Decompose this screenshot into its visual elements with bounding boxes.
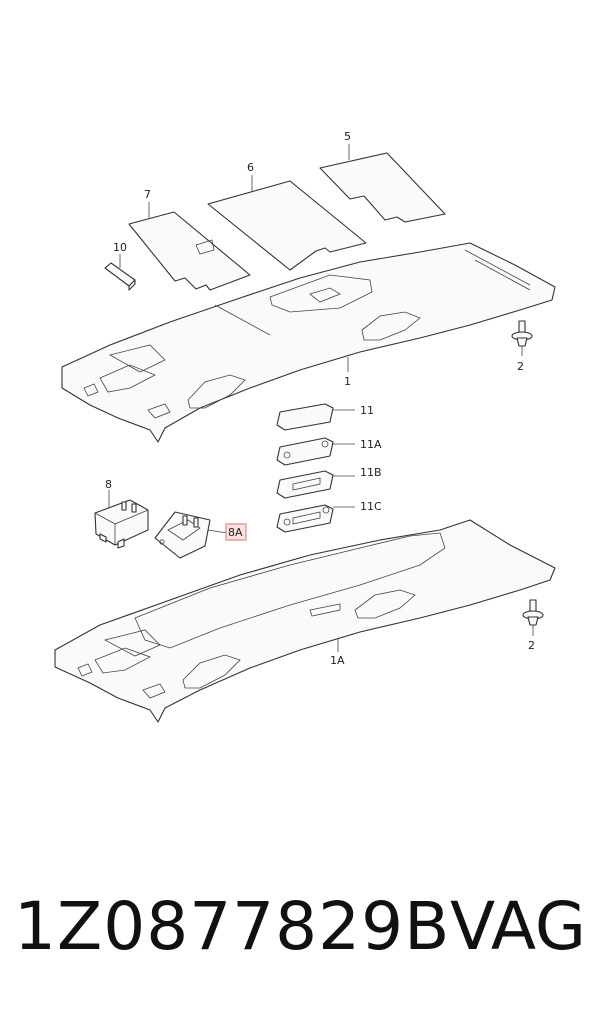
label-11c: 11C xyxy=(360,500,382,513)
label-8: 8 xyxy=(105,478,112,491)
part-1-headliner: 1 xyxy=(61,242,556,443)
label-2-upper: 2 xyxy=(517,360,524,373)
part-11-lens: 11 xyxy=(276,403,374,431)
brand-text: VAG xyxy=(449,888,586,965)
label-6: 6 xyxy=(247,161,254,174)
label-8a: 8A xyxy=(228,526,243,539)
label-8a-highlight xyxy=(225,523,247,541)
label-7: 7 xyxy=(144,188,151,201)
part-number-text: 1Z0877829B xyxy=(14,888,451,965)
part-2-clip-lower: 2 xyxy=(522,599,544,652)
label-2-lower: 2 xyxy=(528,639,535,652)
part-11c-lens: 11C xyxy=(276,500,382,533)
parts-diagram: 5 6 7 10 1 xyxy=(54,130,556,723)
label-11b: 11B xyxy=(360,466,382,479)
part-11a-lens: 11A xyxy=(276,437,382,466)
part-1a-headliner: 1A xyxy=(54,519,556,723)
part-7-panel: 7 xyxy=(128,188,251,291)
part-8-bracket: 8 xyxy=(94,478,149,549)
label-11a: 11A xyxy=(360,438,382,451)
part-2-clip-upper: 2 xyxy=(511,320,533,373)
part-8a-bracket: 8A xyxy=(154,511,247,559)
label-11: 11 xyxy=(360,404,374,417)
part-5-panel: 5 xyxy=(319,130,446,223)
part-11b-lens: 11B xyxy=(276,466,382,499)
part-10-block: 10 xyxy=(104,241,136,291)
label-1a: 1A xyxy=(330,654,345,667)
label-10: 10 xyxy=(113,241,127,254)
label-1: 1 xyxy=(344,375,351,388)
label-5: 5 xyxy=(344,130,351,143)
part-6-panel: 6 xyxy=(207,161,367,271)
